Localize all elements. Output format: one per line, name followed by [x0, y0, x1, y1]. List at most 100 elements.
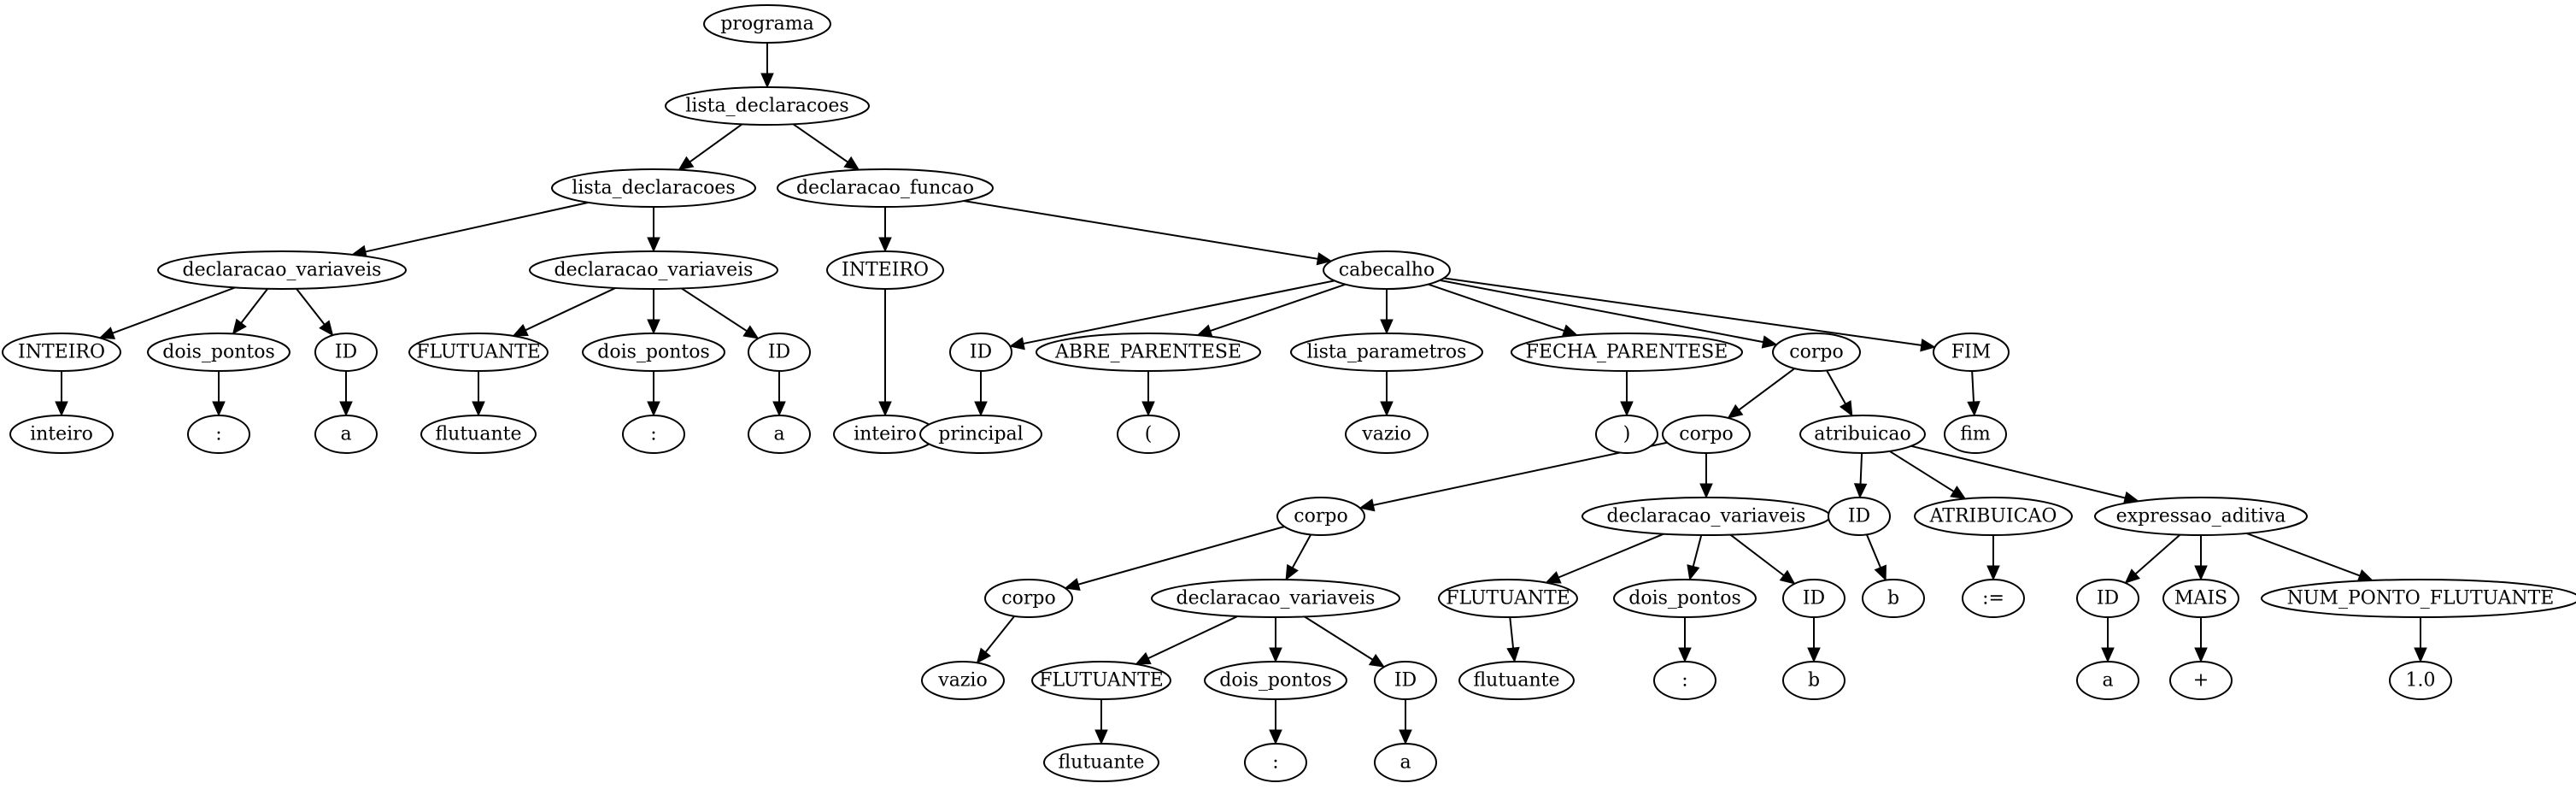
- tree-edge: [1291, 533, 1312, 568]
- arrowhead: [1358, 498, 1376, 512]
- node-ellipse: [1374, 661, 1437, 700]
- tree-edge: [2134, 533, 2181, 575]
- arrowhead: [1135, 651, 1152, 665]
- node-label: FIM: [1951, 342, 1991, 363]
- node-ellipse: [826, 250, 944, 290]
- node-ellipse: [1323, 250, 1451, 290]
- tree-node-corpo: corpo: [1772, 333, 1861, 372]
- arrowhead: [2194, 647, 2208, 663]
- tree-node-corpo: corpo: [1276, 497, 1365, 536]
- arrowhead: [2101, 647, 2115, 663]
- node-label: a: [773, 424, 784, 445]
- tree-edge: [1889, 450, 1955, 492]
- arrowhead: [1699, 483, 1713, 499]
- tree-node-declaracao-variaveis: declaracao_variaveis: [1581, 497, 1831, 536]
- node-label: lista_parametros: [1307, 342, 1467, 363]
- node-label: b: [1887, 588, 1899, 609]
- node-ellipse: [1043, 743, 1159, 782]
- tree-node-inteiro: inteiro: [9, 415, 114, 454]
- tree-node-num-ponto-flutuante: NUM_PONTO_FLUTUANTE: [2261, 579, 2576, 618]
- tree-node-inteiro: INTEIRO: [2, 333, 121, 372]
- arrowhead: [1399, 729, 1412, 745]
- node-label: atribuicao: [1814, 424, 1910, 445]
- node-ellipse: [984, 579, 1073, 618]
- node-label: lista_declaracoes: [685, 96, 848, 117]
- node-label: dois_pontos: [1628, 588, 1741, 609]
- node-ellipse: [187, 415, 250, 454]
- arrowhead: [878, 401, 892, 417]
- node-label: ATRIBUICAO: [1929, 506, 2057, 527]
- node-ellipse: [949, 333, 1012, 372]
- arrowhead: [512, 323, 529, 337]
- tree-edge: [1692, 534, 1703, 567]
- node-label: programa: [720, 14, 814, 35]
- node-label: FLUTUANTE: [416, 342, 541, 363]
- node-label: corpo: [1789, 342, 1843, 363]
- tree-edge: [1558, 533, 1664, 579]
- arrowhead: [1920, 339, 1936, 352]
- node-ellipse: [1782, 579, 1845, 618]
- tree-node-vazio: vazio: [1345, 415, 1429, 454]
- tree-edge: [112, 286, 236, 334]
- tree-edge: [792, 123, 848, 163]
- tree-node-principal: principal: [919, 415, 1042, 454]
- node-ellipse: [147, 333, 290, 372]
- arrowhead: [1620, 401, 1634, 417]
- node-ellipse: [919, 415, 1042, 454]
- tree-node-corpo: corpo: [1662, 415, 1751, 454]
- tree-edge: [681, 287, 748, 333]
- tree-node-flutuante: flutuante: [1458, 661, 1575, 700]
- tree-node-id: ID: [1782, 579, 1845, 618]
- arrowhead: [1727, 403, 1744, 419]
- tree-node-a: a: [314, 415, 378, 454]
- tree-node-atribuicao: ATRIBUICAO: [1914, 497, 2073, 536]
- tree-node-id: ID: [949, 333, 1012, 372]
- arrowhead: [1853, 483, 1868, 499]
- node-label: ID: [2097, 588, 2119, 609]
- arrowhead: [1285, 563, 1299, 581]
- arrowhead: [1874, 564, 1887, 581]
- arrowhead: [1008, 337, 1025, 350]
- tree-node-a: a: [748, 415, 811, 454]
- arrowhead: [212, 401, 226, 417]
- node-ellipse: [748, 415, 811, 454]
- arrowhead: [647, 237, 660, 253]
- tree-node-flutuante: FLUTUANTE: [1031, 661, 1171, 700]
- node-ellipse: [1244, 743, 1307, 782]
- tree-node-dois-pontos: dois_pontos: [582, 333, 725, 372]
- node-ellipse: [1117, 415, 1180, 454]
- node-ellipse: [622, 415, 685, 454]
- arrowhead: [2194, 565, 2208, 581]
- node-ellipse: [1511, 333, 1743, 372]
- tree-node-id: ID: [314, 333, 378, 372]
- node-ellipse: [2076, 661, 2139, 700]
- node-label: ID: [1803, 588, 1825, 609]
- tree-nodes: programalista_declaracoeslista_declaraco…: [2, 4, 2576, 782]
- node-label: 1.0: [2406, 670, 2436, 692]
- tree-node-expressao-aditiva: expressao_aditiva: [2094, 497, 2308, 536]
- node-ellipse: [1458, 661, 1575, 700]
- arrowhead: [974, 401, 988, 417]
- tree-edge: [1826, 369, 1846, 404]
- tree-edge: [1443, 277, 1922, 346]
- node-label: fim: [1960, 424, 1991, 445]
- node-label: ID: [970, 342, 992, 363]
- tree-node-corpo: corpo: [984, 579, 1073, 618]
- tree-node-b: b: [1782, 661, 1845, 700]
- node-ellipse: [1151, 579, 1400, 618]
- node-label: :: [1681, 670, 1687, 692]
- node-ellipse: [1036, 333, 1261, 372]
- tree-node-fecha-parentese: FECHA_PARENTESE: [1511, 333, 1743, 372]
- node-ellipse: [408, 333, 549, 372]
- node-label: dois_pontos: [162, 342, 275, 363]
- node-ellipse: [921, 661, 1005, 700]
- tree-edge: [1859, 452, 1863, 485]
- node-ellipse: [1799, 415, 1926, 454]
- arrowhead: [1678, 647, 1692, 663]
- tree-edge: [2245, 532, 2361, 577]
- tree-edge: [1304, 615, 1373, 661]
- tree-edge: [365, 201, 589, 253]
- node-label: flutuante: [436, 424, 522, 445]
- node-ellipse: [2261, 579, 2576, 618]
